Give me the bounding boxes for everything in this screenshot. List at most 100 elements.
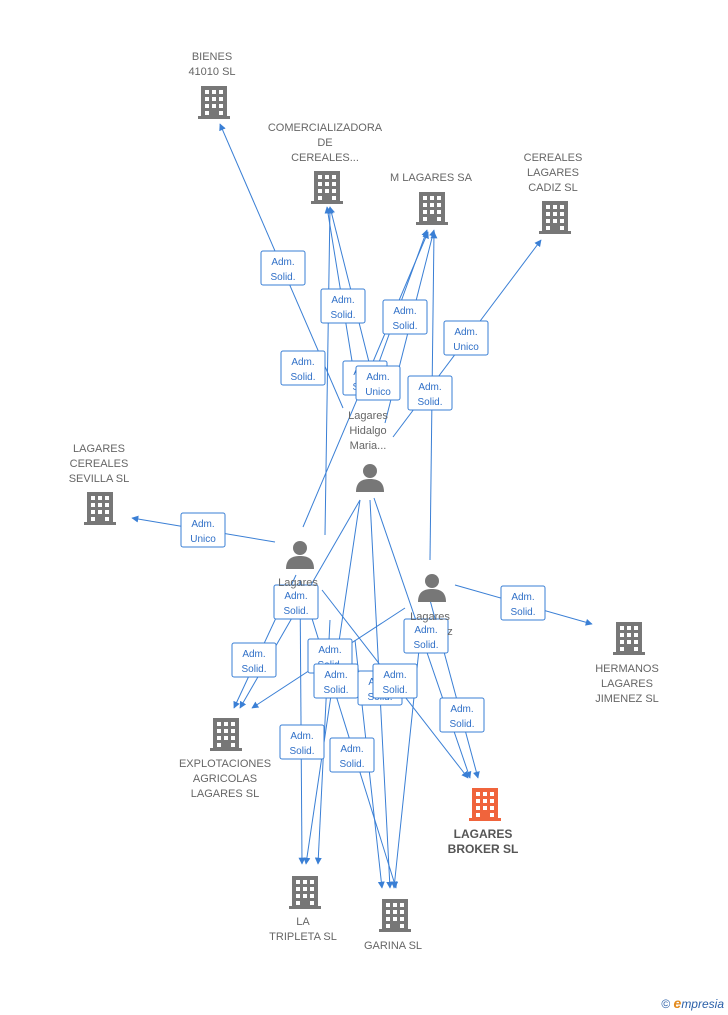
person-node-p-left[interactable]: Lagares (278, 541, 318, 589)
edge-label-text: Adm. (393, 306, 416, 317)
edge-label-text: Adm. (418, 382, 441, 393)
edge-label-box[interactable]: Adm. Solid. (382, 299, 428, 335)
edge-label-box[interactable]: Adm. Solid. (279, 724, 325, 760)
company-label: DE (317, 137, 332, 149)
edge-label-box[interactable]: Adm. Solid. (231, 642, 277, 678)
edge-label-box[interactable]: Adm.Solid. (500, 585, 546, 621)
edge-label-box[interactable]: Adm. Unico (443, 320, 489, 356)
building-icon (379, 899, 411, 932)
person-label: z (447, 626, 453, 638)
relationship-edge (324, 206, 334, 536)
edge-label-text: Adm. (450, 704, 473, 715)
edge-label-box[interactable]: Adm. Solid. (372, 663, 418, 699)
building-icon (289, 876, 321, 909)
building-icon (198, 86, 230, 119)
edge-label-box[interactable]: Adm.Solid. (260, 250, 306, 286)
edge-label-text: Adm. (454, 327, 477, 338)
company-node-garina[interactable]: GARINA SL (364, 899, 422, 952)
company-node-la-tripleta[interactable]: LA TRIPLETA SL (269, 876, 337, 943)
company-label: CEREALES... (291, 152, 359, 164)
company-label: LAGARES (454, 827, 513, 841)
company-node-hermanos-lagares[interactable]: HERMANOS LAGARES JIMENEZ SL (595, 622, 659, 705)
edge-label-box[interactable]: Adm. Solid. (313, 663, 359, 699)
building-icon (613, 622, 645, 655)
company-label: AGRICOLAS (193, 773, 257, 785)
edge-label-box[interactable]: Adm. Solid. (403, 618, 449, 654)
company-label: M LAGARES SA (390, 172, 473, 184)
company-label: COMERCIALIZADORA (268, 122, 383, 134)
edge-label-box[interactable]: Adm.Solid. (280, 350, 326, 386)
company-label: LA (296, 916, 310, 928)
edge-label-text: Solid. (323, 685, 348, 696)
company-label: LAGARES (527, 167, 579, 179)
person-node-p-hidalgo[interactable]: LagaresHidalgoMaria... (348, 410, 388, 492)
copyright-symbol: © (661, 997, 671, 1011)
company-node-explotaciones[interactable]: EXPLOTACIONES AGRICOLAS LAGARES SL (179, 718, 271, 800)
edge-label-text: Unico (453, 342, 479, 353)
edge-label-text: Solid. (417, 397, 442, 408)
edge-label-text: Solid. (283, 606, 308, 617)
edge-label-text: Solid. (241, 664, 266, 675)
edge-label-text: Adm. (242, 649, 265, 660)
edge-label-text: Solid. (382, 685, 407, 696)
company-label: LAGARES (73, 443, 125, 455)
edge-label-text: Adm. (383, 670, 406, 681)
edge-label-text: Adm. (271, 257, 294, 268)
edge-label-text: Solid. (330, 310, 355, 321)
empresia-watermark: © empresia (661, 995, 724, 1011)
company-node-m-lagares[interactable]: M LAGARES SA (390, 172, 473, 225)
edge-label-text: Adm. (324, 670, 347, 681)
person-icon (356, 464, 384, 492)
edge-label-text: Adm. (284, 591, 307, 602)
company-label: JIMENEZ SL (595, 693, 659, 705)
company-label: SEVILLA SL (69, 473, 130, 485)
building-icon (469, 788, 501, 821)
edge-label-box[interactable]: Adm.Solid. (329, 737, 375, 773)
company-label: HERMANOS (595, 663, 659, 675)
edge-label-text: Solid. (449, 719, 474, 730)
building-icon (210, 718, 242, 751)
edge-label-layer: Adm. Solid. Adm. Solid. Adm. Solid. Adm. Solid.… (180, 250, 546, 773)
company-node-cereales-cadiz[interactable]: CEREALES LAGARES CADIZ SL (524, 152, 583, 234)
edge-label-box[interactable]: Adm.Solid. (320, 288, 366, 324)
edge-label-box[interactable]: Adm. Solid. (439, 697, 485, 733)
person-icon (418, 574, 446, 602)
company-label: 41010 SL (188, 66, 235, 78)
company-node-comercializadora[interactable]: COMERCIALIZADORA DE CEREALES... (268, 122, 383, 204)
edge-label-text: Adm. (290, 731, 313, 742)
company-label: EXPLOTACIONES (179, 758, 271, 770)
edge-label-text: Adm. (191, 519, 214, 530)
edge-label-box[interactable]: Adm. Solid. (407, 375, 453, 411)
edge-label-text: Unico (190, 534, 216, 545)
person-icon (286, 541, 314, 569)
company-label: CADIZ SL (528, 182, 578, 194)
edge-label-text: Solid. (289, 746, 314, 757)
relationship-edge (299, 579, 398, 889)
edge-label-text: Solid. (392, 321, 417, 332)
edge-label-box[interactable]: Adm. Solid. (273, 584, 319, 620)
edge-label-text: Adm. (318, 645, 341, 656)
company-label: CEREALES (524, 152, 583, 164)
edge-label-text: Adm. (414, 625, 437, 636)
edge-label-text: Solid. (339, 759, 364, 770)
relationship-edge (298, 579, 306, 865)
person-label: Lagares (348, 410, 388, 422)
building-icon (539, 201, 571, 234)
person-node-p-right[interactable]: Lagares z (410, 574, 453, 638)
building-icon (84, 492, 116, 525)
edge-label-text: Solid. (413, 640, 438, 651)
edge-label-box[interactable]: Adm. Unico (180, 512, 226, 548)
person-label: Lagares (410, 611, 450, 623)
company-label: BROKER SL (448, 842, 519, 856)
company-label: TRIPLETA SL (269, 931, 337, 943)
edge-label-box[interactable]: Adm.Unico (355, 365, 401, 401)
company-label: LAGARES SL (191, 788, 259, 800)
building-icon (416, 192, 448, 225)
edge-label-text: Adm. (511, 592, 534, 603)
company-label: LAGARES (601, 678, 653, 690)
